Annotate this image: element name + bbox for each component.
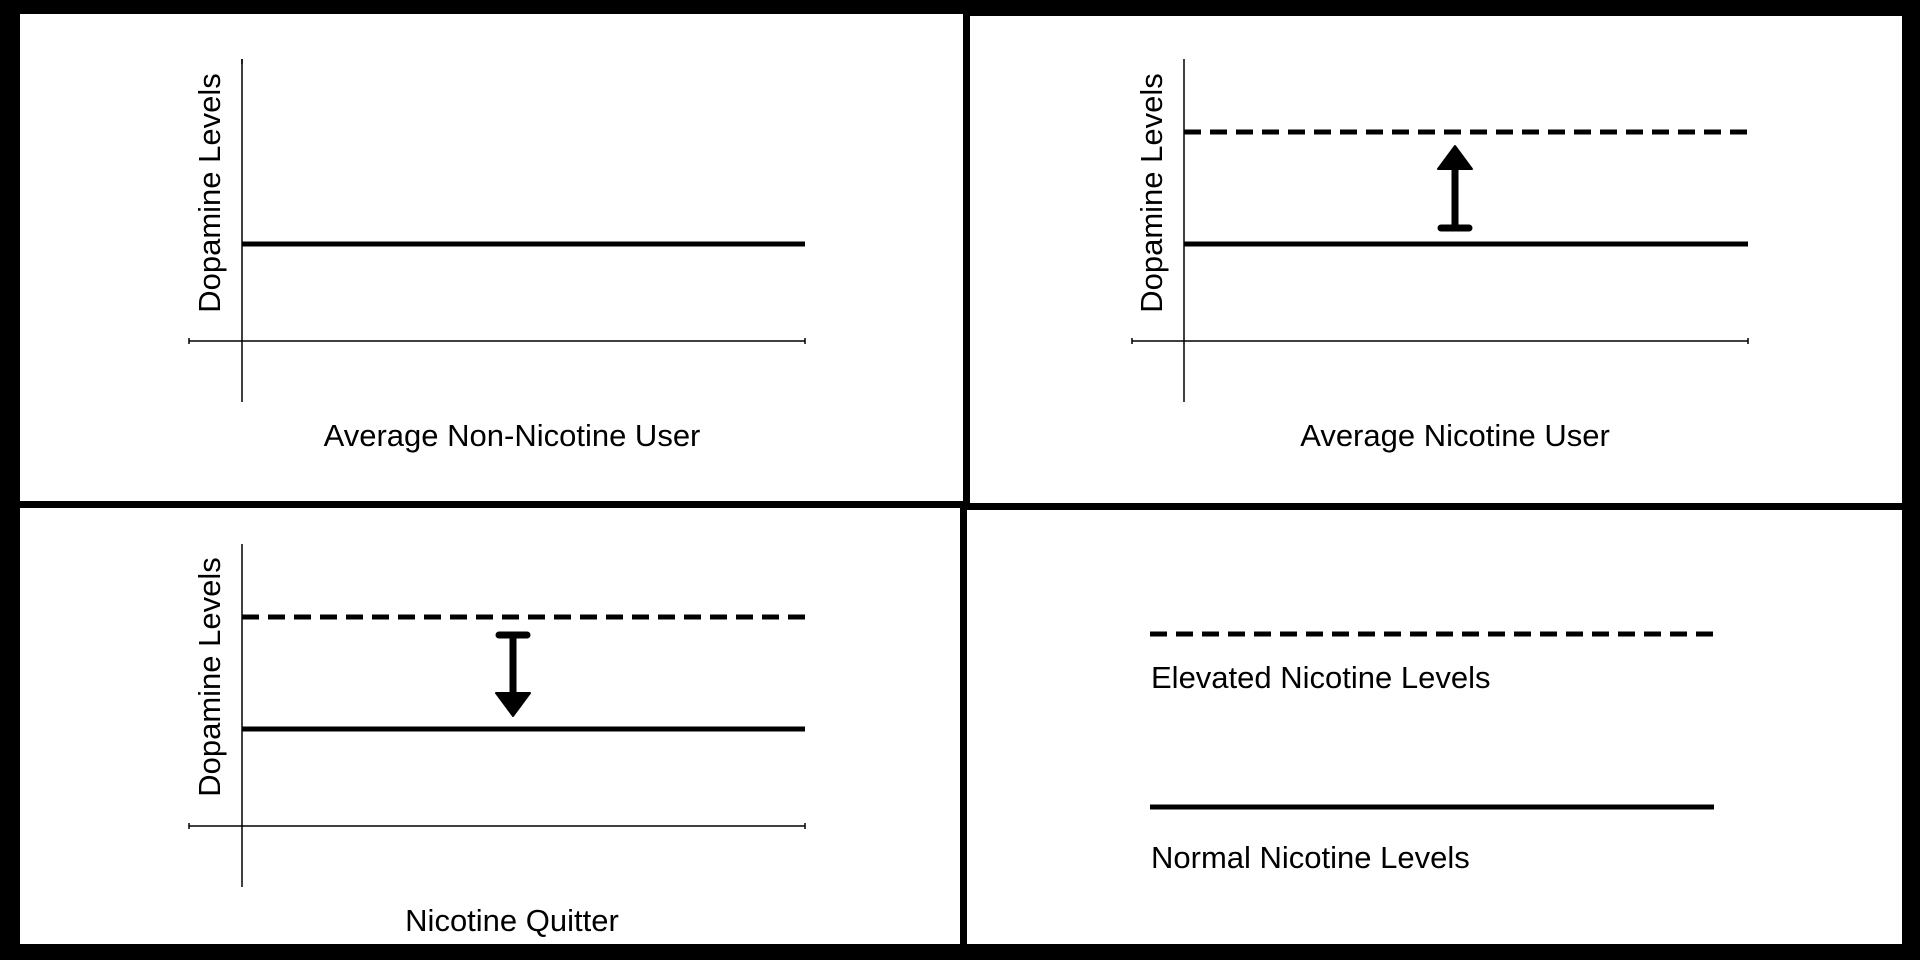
panel-caption: Average Non-Nicotine User: [324, 418, 701, 453]
up-arrow-icon: [1437, 145, 1473, 232]
panel-top-left: [20, 14, 963, 501]
panel-top-right: [970, 16, 1902, 503]
panel-quitter: Dopamine Levels Nicotine Quitter: [188, 544, 806, 938]
legend-elevated-label: Elevated Nicotine Levels: [1151, 660, 1490, 695]
y-axis-label: Dopamine Levels: [192, 557, 227, 797]
panel-bottom-right: [967, 510, 1902, 944]
down-arrow-icon: [495, 631, 531, 717]
y-axis-label: Dopamine Levels: [192, 73, 227, 313]
panel-caption: Average Nicotine User: [1300, 418, 1610, 453]
legend-normal-label: Normal Nicotine Levels: [1151, 840, 1470, 875]
legend: Elevated Nicotine Levels Normal Nicotine…: [1150, 631, 1714, 875]
panel-caption: Nicotine Quitter: [405, 903, 619, 938]
panel-user: Dopamine Levels Average Nicotine User: [1131, 59, 1749, 453]
panel-non-user: Dopamine Levels Average Non-Nicotine Use…: [188, 59, 806, 453]
y-axis-label: Dopamine Levels: [1134, 73, 1169, 313]
panel-bottom-left: [20, 508, 960, 944]
